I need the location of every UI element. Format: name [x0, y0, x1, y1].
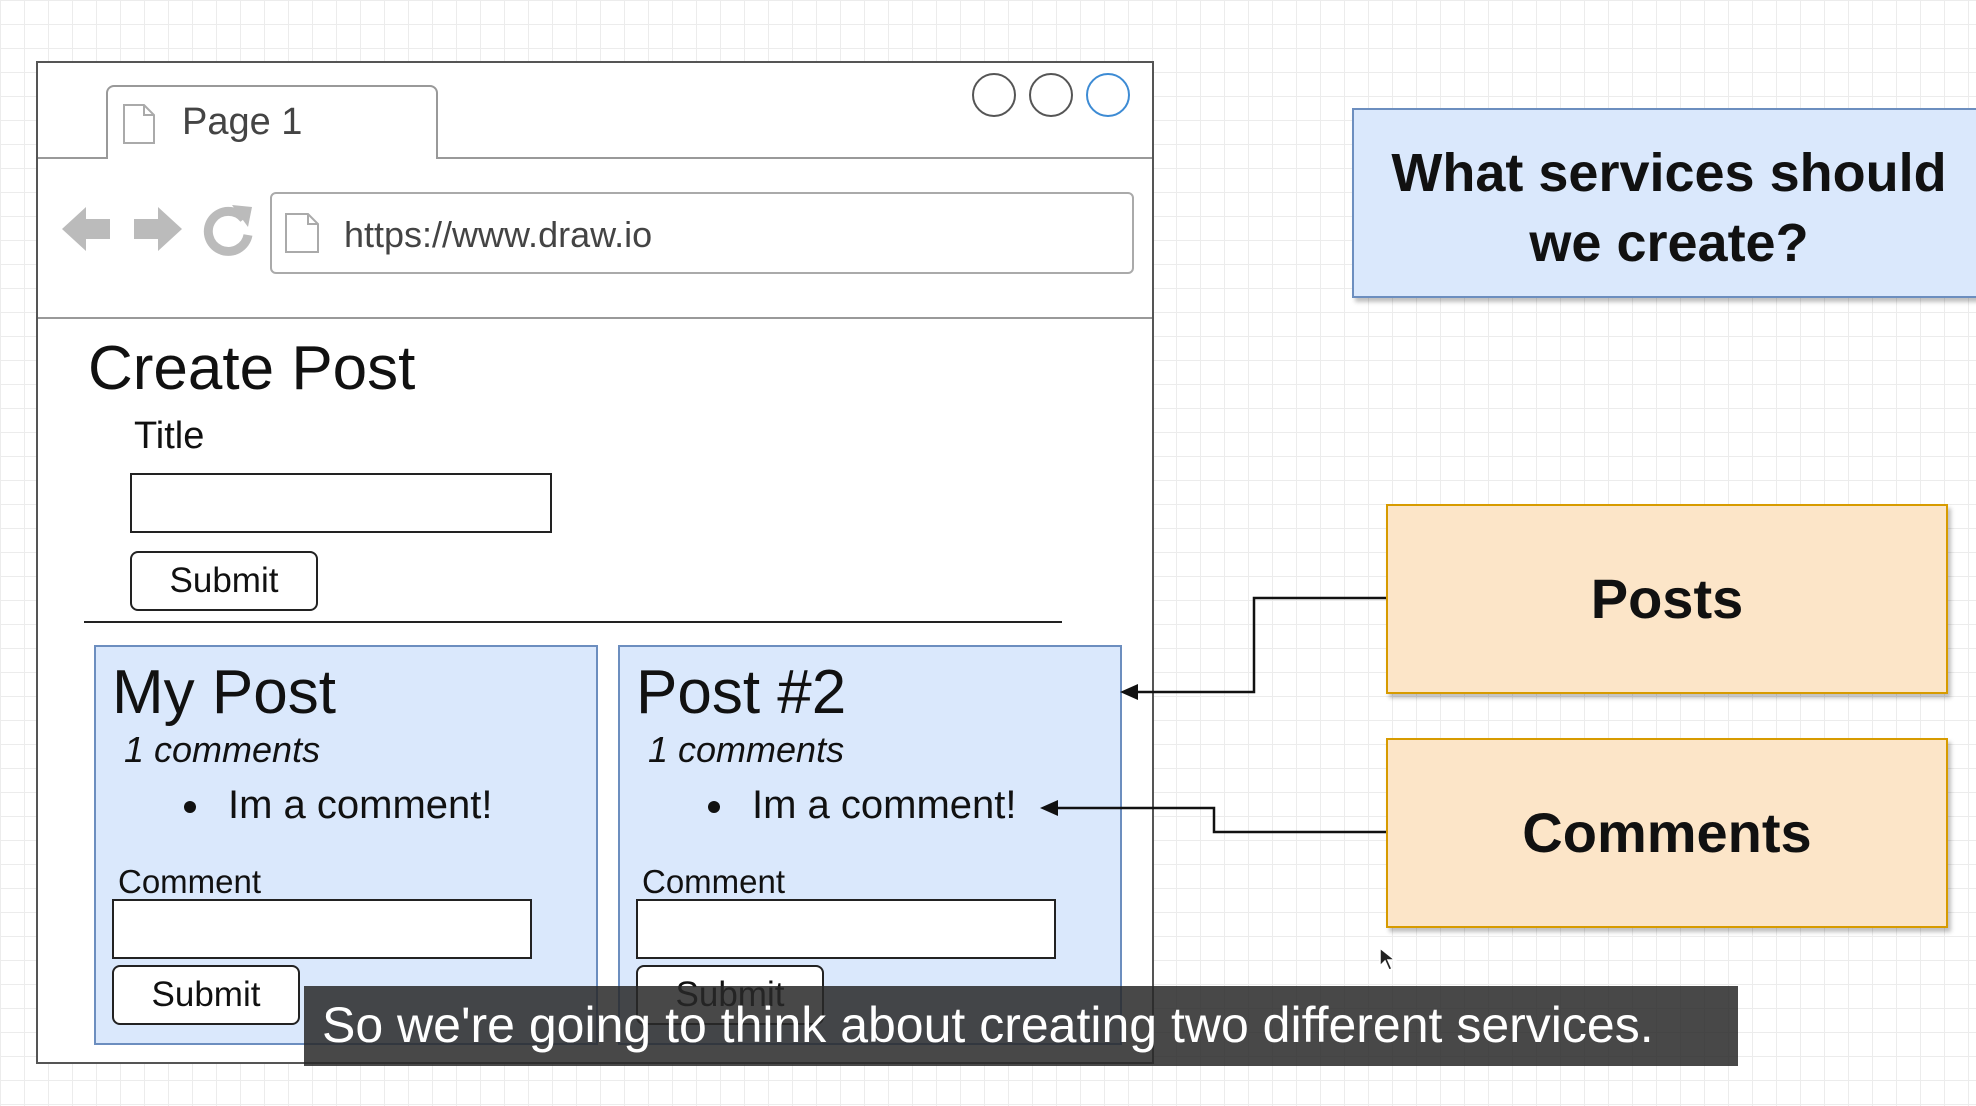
comments-arrowhead-icon — [1040, 800, 1058, 816]
post-card: Post #2 1 comments Im a comment! Comment… — [618, 645, 1122, 1045]
comments-service-box: Comments — [1386, 738, 1948, 928]
video-caption: So we're going to think about creating t… — [304, 986, 1738, 1066]
tab-label: Page 1 — [182, 101, 303, 143]
comment-label: Comment — [642, 863, 786, 900]
comment-count: 1 comments — [124, 729, 321, 770]
reload-icon[interactable] — [200, 201, 256, 257]
comments-connector — [1052, 806, 1386, 834]
comment-count: 1 comments — [648, 729, 845, 770]
create-post-submit-button[interactable]: Submit — [130, 551, 318, 611]
page-icon — [123, 104, 155, 144]
question-box: What services should we create? — [1352, 108, 1976, 298]
posts-arrowhead-icon — [1120, 684, 1138, 700]
browser-mockup: Page 1 https://www.draw.io Create Post T… — [36, 61, 1154, 1064]
url-field[interactable]: https://www.draw.io — [270, 192, 1134, 274]
bullet-icon — [708, 801, 720, 813]
posts-connector — [1132, 596, 1386, 694]
comment-input[interactable] — [636, 899, 1056, 959]
post-title: My Post — [112, 658, 336, 727]
title-input[interactable] — [130, 473, 552, 533]
comment-item: Im a comment! — [752, 783, 1017, 827]
title-label: Title — [134, 415, 205, 457]
browser-tab[interactable]: Page 1 — [106, 85, 438, 159]
address-bar-row: https://www.draw.io — [38, 159, 1152, 319]
comment-input[interactable] — [112, 899, 532, 959]
question-text: What services should we create? — [1391, 143, 1947, 273]
comment-item: Im a comment! — [228, 783, 493, 827]
window-control-circle-3[interactable] — [1086, 73, 1130, 117]
post-title: Post #2 — [636, 658, 847, 727]
bullet-icon — [184, 801, 196, 813]
back-arrow-icon[interactable] — [58, 201, 114, 257]
forward-arrow-icon[interactable] — [130, 201, 186, 257]
mouse-pointer-icon — [1379, 946, 1398, 971]
posts-service-box: Posts — [1386, 504, 1948, 694]
caption-text: So we're going to think about creating t… — [322, 997, 1654, 1053]
tab-bar: Page 1 — [38, 63, 1152, 159]
url-text: https://www.draw.io — [344, 214, 653, 255]
page-icon — [285, 213, 319, 253]
comment-label: Comment — [118, 863, 262, 900]
create-post-title: Create Post — [88, 334, 416, 403]
window-control-circle-2[interactable] — [1029, 73, 1073, 117]
post-card: My Post 1 comments Im a comment! Comment… — [94, 645, 598, 1045]
divider — [84, 621, 1062, 623]
window-control-circle-1[interactable] — [972, 73, 1016, 117]
comment-submit-button[interactable]: Submit — [112, 965, 300, 1025]
